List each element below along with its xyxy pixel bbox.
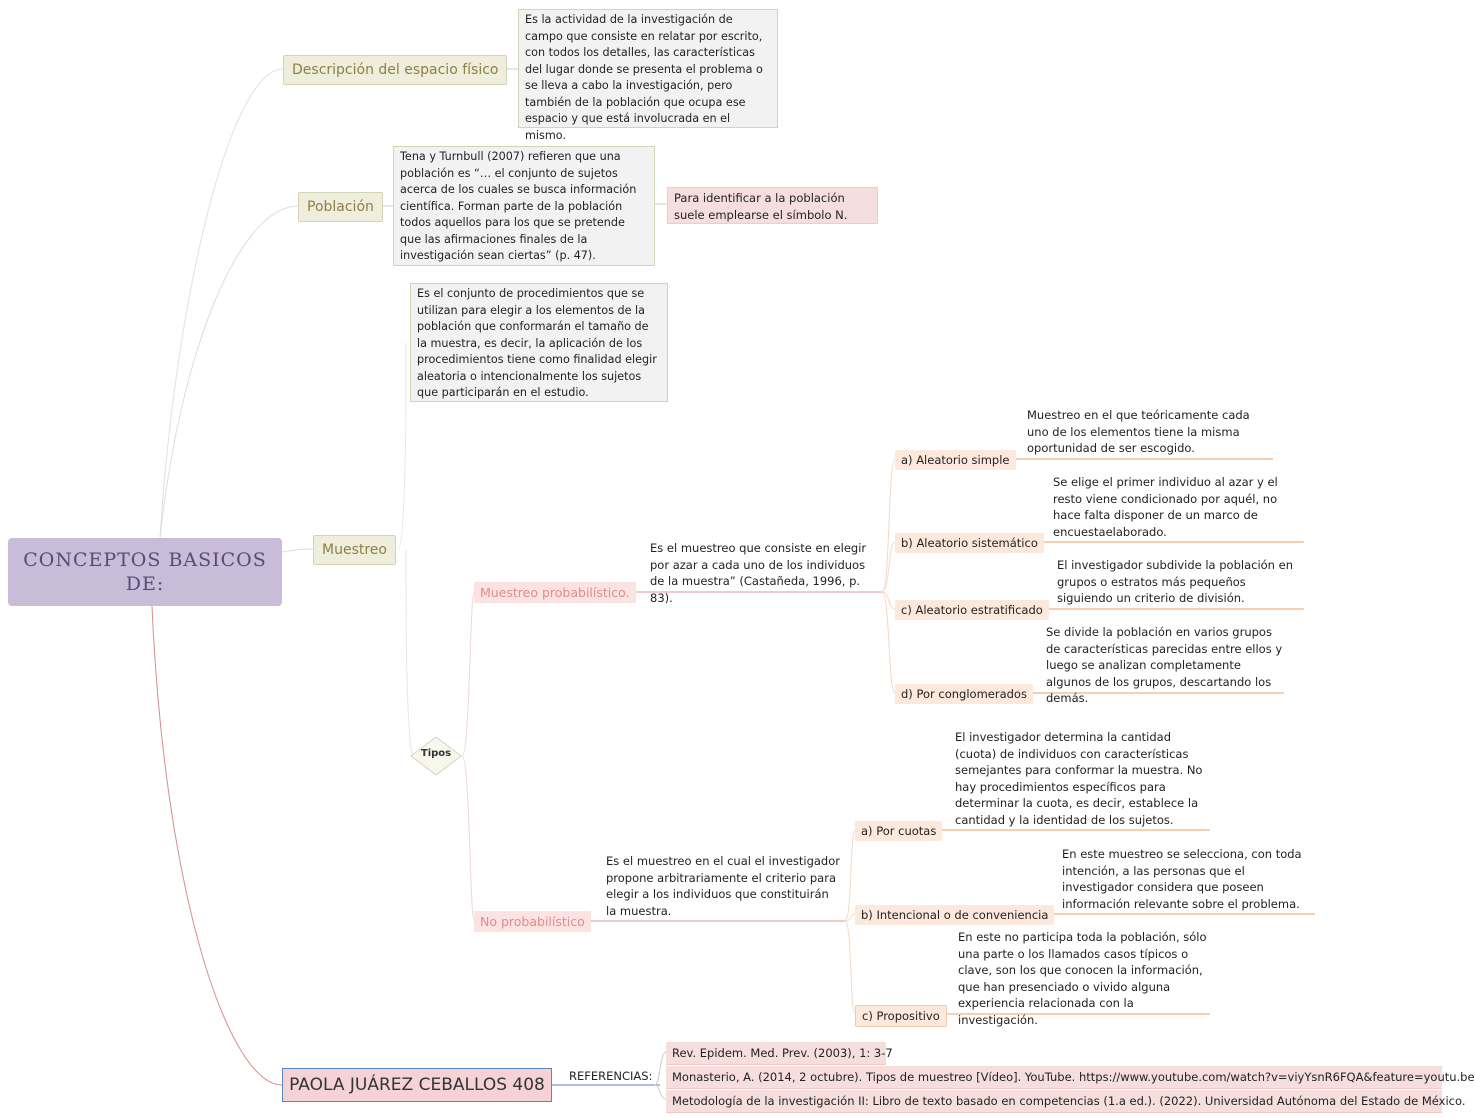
- type-por-conglomerados[interactable]: d) Por conglomerados: [895, 684, 1033, 704]
- type-text: En este muestreo se selecciona, con toda…: [1062, 847, 1302, 911]
- topic-label: Muestreo: [322, 542, 387, 558]
- topic-poblacion[interactable]: Población: [298, 192, 383, 222]
- no-probabilistico-desc: Es el muestreo en el cual el investigado…: [606, 853, 841, 919]
- por-cuotas-desc: El investigador determina la cantidad (c…: [955, 729, 1207, 828]
- author-name: PAOLA JUÁREZ CEBALLOS 408: [289, 1075, 545, 1095]
- type-text: En este no participa toda la población, …: [958, 930, 1207, 1027]
- topic-descripcion[interactable]: Descripción del espacio físico: [283, 55, 508, 85]
- muestreo-text: Es el conjunto de procedimientos que se …: [417, 287, 657, 399]
- propositivo-desc: En este no participa toda la población, …: [958, 929, 1210, 1028]
- poblacion-text: Tena y Turnbull (2007) refieren que una …: [400, 150, 637, 262]
- reference-text: Metodología de la investigación II: Libr…: [672, 1094, 1466, 1108]
- diamond-shape: [410, 736, 462, 776]
- aleatorio-estratificado-desc: El investigador subdivide la población e…: [1057, 557, 1304, 607]
- aleatorio-sistematico-desc: Se elige el primer individuo al azar y e…: [1053, 474, 1304, 540]
- poblacion-text-box: Tena y Turnbull (2007) refieren que una …: [393, 146, 655, 266]
- author-node[interactable]: PAOLA JUÁREZ CEBALLOS 408: [282, 1068, 552, 1102]
- no-probabilistico-text: Es el muestreo en el cual el investigado…: [606, 854, 840, 918]
- type-label: b) Aleatorio sistemático: [901, 536, 1038, 550]
- references-label-text: REFERENCIAS:: [569, 1069, 653, 1083]
- type-propositivo[interactable]: c) Propositivo: [855, 1005, 947, 1027]
- aleatorio-simple-desc: Muestreo en el que teóricamente cada uno…: [1027, 407, 1273, 457]
- reference-item[interactable]: Monasterio, A. (2014, 2 octubre). Tipos …: [666, 1066, 1475, 1089]
- type-text: El investigador subdivide la población e…: [1057, 558, 1293, 605]
- por-conglomerados-desc: Se divide la población en varios grupos …: [1046, 624, 1284, 707]
- sub-label: Muestreo probabilístico.: [480, 585, 630, 600]
- topic-label: Descripción del espacio físico: [292, 62, 499, 78]
- type-text: Muestreo en el que teóricamente cada uno…: [1027, 408, 1250, 455]
- intencional-desc: En este muestreo se selecciona, con toda…: [1062, 846, 1314, 912]
- descripcion-text-box: Es la actividad de la investigación de c…: [518, 9, 778, 142]
- probabilistico-text: Es el muestreo que consiste en elegir po…: [650, 541, 867, 605]
- type-aleatorio-sistematico[interactable]: b) Aleatorio sistemático: [895, 533, 1044, 553]
- reference-text: Rev. Epidem. Med. Prev. (2003), 1: 3-7: [672, 1046, 893, 1060]
- type-label: b) Intencional o de conveniencia: [861, 908, 1049, 922]
- type-label: a) Aleatorio simple: [901, 453, 1010, 467]
- type-por-cuotas[interactable]: a) Por cuotas: [855, 821, 943, 841]
- poblacion-note-text: Para identificar a la población suele em…: [674, 191, 848, 222]
- poblacion-note: Para identificar a la población suele em…: [667, 187, 878, 224]
- root-title: CONCEPTOS BASICOS DE:: [23, 549, 267, 595]
- descripcion-text: Es la actividad de la investigación de c…: [525, 13, 763, 142]
- muestreo-probabilistico-node[interactable]: Muestreo probabilístico.: [474, 582, 636, 603]
- no-probabilistico-node[interactable]: No probabilístico: [474, 911, 591, 932]
- root-node[interactable]: CONCEPTOS BASICOS DE:: [8, 538, 282, 606]
- probabilistico-desc: Es el muestreo que consiste en elegir po…: [650, 540, 882, 606]
- tipos-node[interactable]: Tipos: [410, 736, 462, 776]
- type-label: c) Propositivo: [862, 1009, 940, 1023]
- type-label: d) Por conglomerados: [901, 687, 1027, 701]
- reference-text: Monasterio, A. (2014, 2 octubre). Tipos …: [672, 1070, 1475, 1084]
- type-aleatorio-estratificado[interactable]: c) Aleatorio estratificado: [895, 600, 1049, 620]
- reference-item[interactable]: Rev. Epidem. Med. Prev. (2003), 1: 3-7: [666, 1042, 893, 1065]
- type-aleatorio-simple[interactable]: a) Aleatorio simple: [895, 450, 1016, 470]
- topic-muestreo[interactable]: Muestreo: [313, 535, 396, 565]
- type-label: a) Por cuotas: [861, 824, 937, 838]
- type-text: Se divide la población en varios grupos …: [1046, 625, 1283, 705]
- references-label: REFERENCIAS:: [569, 1069, 652, 1083]
- sub-label: No probabilístico: [480, 914, 585, 929]
- reference-item[interactable]: Metodología de la investigación II: Libr…: [666, 1090, 1466, 1113]
- type-label: c) Aleatorio estratificado: [901, 603, 1043, 617]
- type-text: Se elige el primer individuo al azar y e…: [1053, 475, 1278, 539]
- topic-label: Población: [307, 199, 374, 215]
- muestreo-text-box: Es el conjunto de procedimientos que se …: [410, 283, 668, 402]
- tipos-label: Tipos: [420, 748, 452, 759]
- type-intencional[interactable]: b) Intencional o de conveniencia: [855, 905, 1055, 925]
- type-text: El investigador determina la cantidad (c…: [955, 730, 1203, 827]
